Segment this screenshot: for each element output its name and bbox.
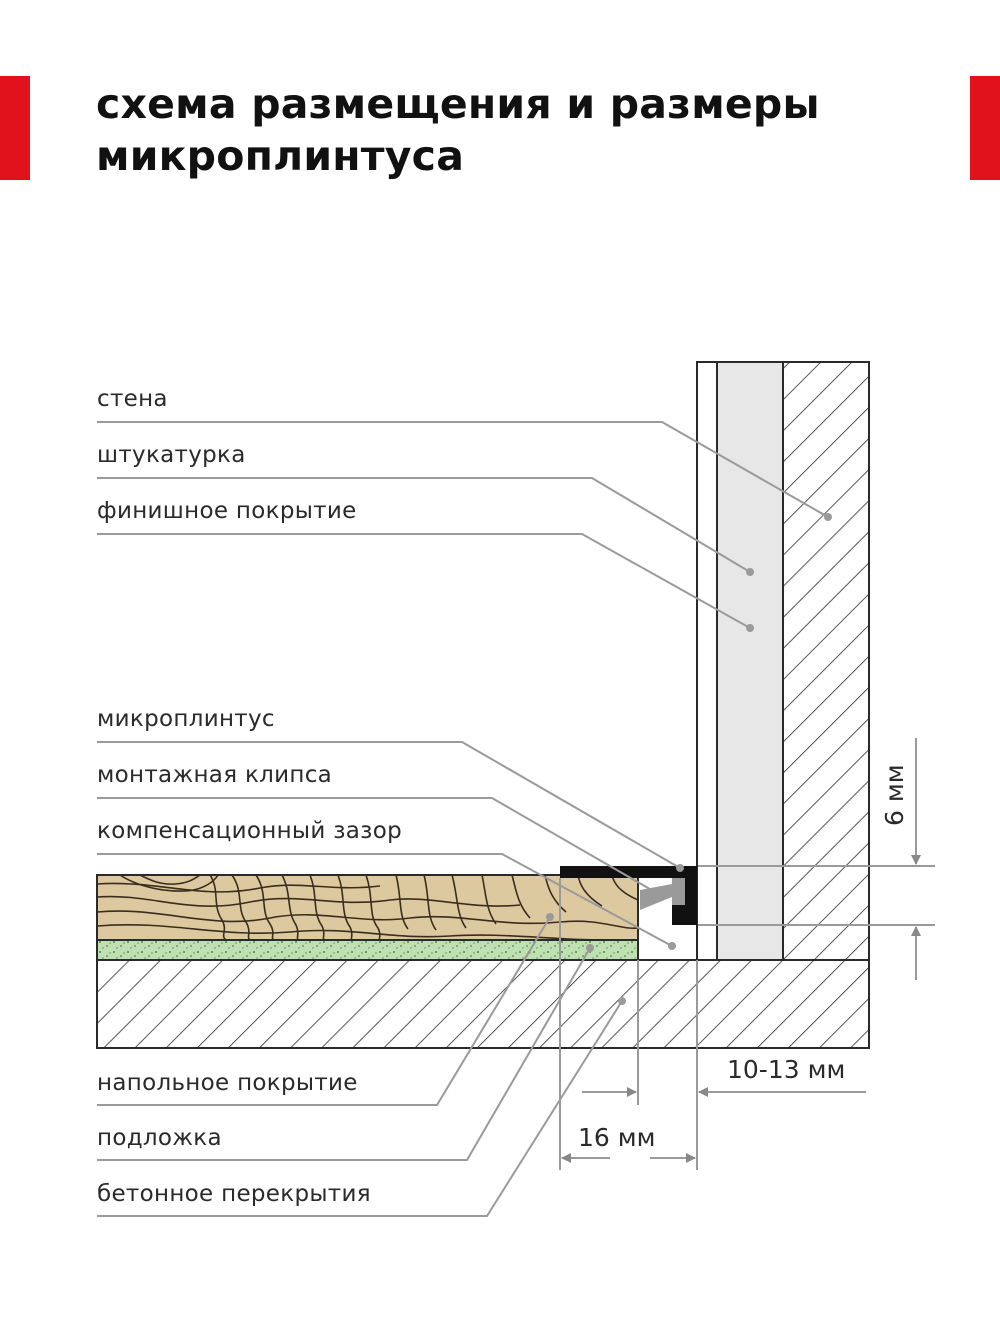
left-accent-bar [0,76,30,180]
page-title: схема размещения и размеры микроплинтуса [96,78,820,182]
label-micro-skirting: микроплинтус [97,706,275,732]
dimension-width-label: 16 мм [578,1123,655,1152]
label-finish: финишное покрытие [97,498,357,524]
plaster-layer [716,361,784,961]
dimension-gap-label: 10-13 мм [727,1055,845,1084]
label-concrete-slab: бетонное перекрытия [97,1181,371,1207]
label-plaster: штукатурка [97,442,246,468]
title-line-2: микроплинтуса [96,132,465,180]
label-mounting-clip: монтажная клипса [97,762,333,788]
label-expansion-gap: компенсационный зазор [97,818,402,844]
label-wall: стена [97,386,168,412]
floor-covering-layer [96,874,639,941]
right-accent-bar [970,76,1000,180]
concrete-slab-shape [96,959,870,1049]
leader-lines [97,421,829,1217]
title-line-1: схема размещения и размеры [96,80,820,128]
label-underlay: подложка [97,1125,222,1151]
wall-shape [782,361,870,961]
leader-dots [546,513,832,1005]
mounting-clip-shape [640,878,685,910]
dimension-height-label: 6 мм [880,764,909,826]
label-floor-covering: напольное покрытие [97,1070,358,1096]
underlay-layer [96,939,639,961]
finish-layer [696,361,718,961]
dimension-lines [559,738,935,1170]
